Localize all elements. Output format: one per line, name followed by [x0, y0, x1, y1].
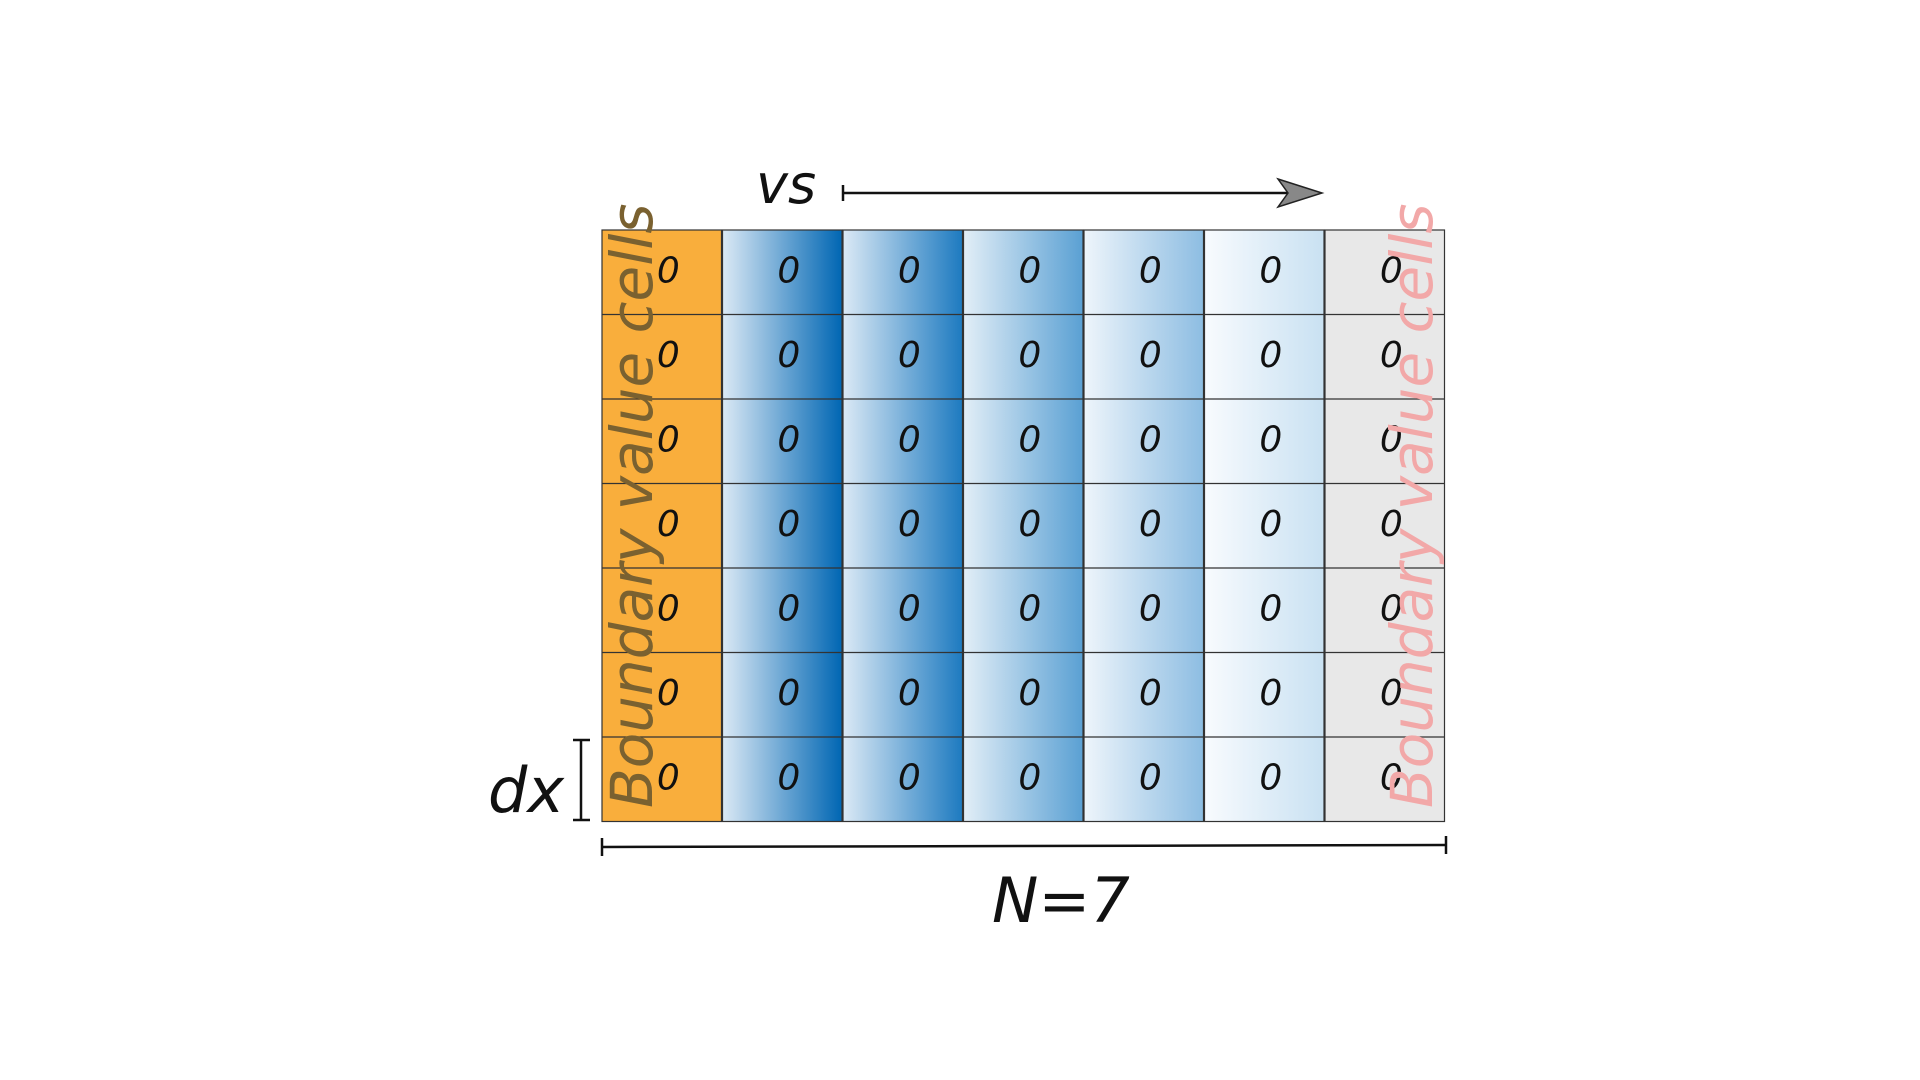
cell-value: 0 — [777, 250, 800, 291]
left-boundary-label: Boundary value cells — [598, 203, 666, 808]
arrow-head-icon — [1276, 177, 1325, 209]
count-label: N=7 — [992, 864, 1130, 937]
cell-value: 0 — [1139, 757, 1162, 798]
cell-value: 0 — [1139, 588, 1162, 629]
interior-column — [842, 229, 964, 823]
cell-value: 0 — [1259, 419, 1282, 460]
interior-column — [962, 229, 1084, 823]
cell-value: 0 — [777, 673, 800, 714]
cell-value: 0 — [657, 250, 680, 291]
cell-value: 0 — [657, 588, 680, 629]
cell-value: 0 — [657, 419, 680, 460]
cell-value: 0 — [1018, 250, 1041, 291]
cell-value: 0 — [1380, 419, 1403, 460]
cell-value: 0 — [1018, 504, 1041, 545]
cell-values: 0 0 0 0 0 0 0 0 0 0 0 0 0 0 0 0 0 0 0 0 0 0 0 0 0 0 0 0 0 0 0 0 0 0 0 0 0 0 0 0… — [657, 250, 1403, 798]
cell-value: 0 — [657, 673, 680, 714]
cell-value: 0 — [1139, 673, 1162, 714]
interior-column — [721, 229, 843, 823]
cell-value: 0 — [1139, 335, 1162, 376]
cell-value: 0 — [657, 757, 680, 798]
cell-value: 0 — [657, 504, 680, 545]
cell-value: 0 — [1139, 419, 1162, 460]
cell-value: 0 — [1259, 335, 1282, 376]
spacing-label: dx — [488, 754, 565, 827]
cell-value: 0 — [657, 335, 680, 376]
cell-value: 0 — [1380, 250, 1403, 291]
grid-lines — [602, 313, 1445, 738]
cell-value: 0 — [1380, 504, 1403, 545]
cell-value: 0 — [898, 588, 921, 629]
cell-value: 0 — [1380, 757, 1403, 798]
cell-value: 0 — [777, 504, 800, 545]
cell-value: 0 — [1259, 504, 1282, 545]
cell-value: 0 — [1018, 757, 1041, 798]
boundary-column — [601, 229, 723, 823]
cell-value: 0 — [898, 504, 921, 545]
interior-column — [1203, 229, 1325, 823]
cell-value: 0 — [777, 335, 800, 376]
interior-column — [1083, 229, 1205, 823]
cell-value: 0 — [777, 757, 800, 798]
boundary-column — [1324, 229, 1446, 823]
cell-value: 0 — [777, 419, 800, 460]
cell-value: 0 — [1259, 588, 1282, 629]
cell-value: 0 — [777, 588, 800, 629]
velocity-label: vs — [756, 153, 816, 216]
cell-value: 0 — [1259, 673, 1282, 714]
cell-value: 0 — [1380, 588, 1403, 629]
dx-bracket — [573, 738, 590, 822]
cell-value: 0 — [898, 419, 921, 460]
cell-value: 0 — [898, 335, 921, 376]
cell-value: 0 — [1259, 757, 1282, 798]
cell-value: 0 — [1380, 673, 1403, 714]
right-boundary-label: Boundary value cells — [1378, 203, 1446, 808]
cell-value: 0 — [1018, 335, 1041, 376]
cell-value: 0 — [898, 250, 921, 291]
cell-value: 0 — [1018, 673, 1041, 714]
count-bracket — [600, 836, 1448, 856]
cell-value: 0 — [898, 673, 921, 714]
cell-value: 0 — [1139, 250, 1162, 291]
cell-value: 0 — [1259, 250, 1282, 291]
cell-value: 0 — [1018, 588, 1041, 629]
cell-value: 0 — [1139, 504, 1162, 545]
cell-value: 0 — [1380, 335, 1403, 376]
cell-value: 0 — [1018, 419, 1041, 460]
cell-grid — [601, 229, 1446, 823]
cell-value: 0 — [898, 757, 921, 798]
velocity-arrow — [841, 177, 1325, 209]
